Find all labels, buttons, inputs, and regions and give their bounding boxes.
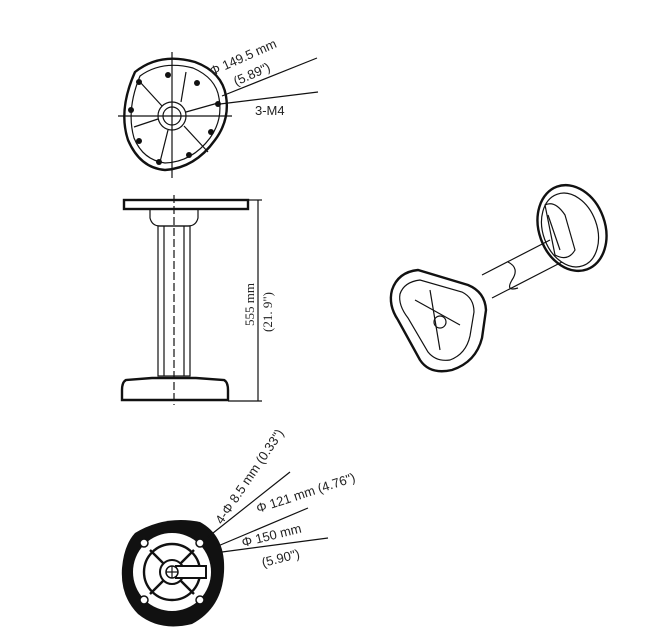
- hole-label: 4-Φ 8.5 mm (0.33"): [212, 426, 287, 526]
- outer-diameter-inch: (5.90"): [260, 546, 301, 570]
- side-view: 555 mm (21. 9"): [120, 195, 275, 405]
- isometric-view: [389, 183, 608, 373]
- bottom-view: 4-Φ 8.5 mm (0.33") Φ 121 mm (4.76") Φ 15…: [121, 426, 357, 627]
- height-inch: (21. 9"): [260, 292, 275, 332]
- top-view: Φ 149.5 mm (5.89") 3-M4: [118, 36, 319, 178]
- screw-label: 3-M4: [255, 103, 285, 118]
- height-label: 555 mm: [242, 283, 257, 326]
